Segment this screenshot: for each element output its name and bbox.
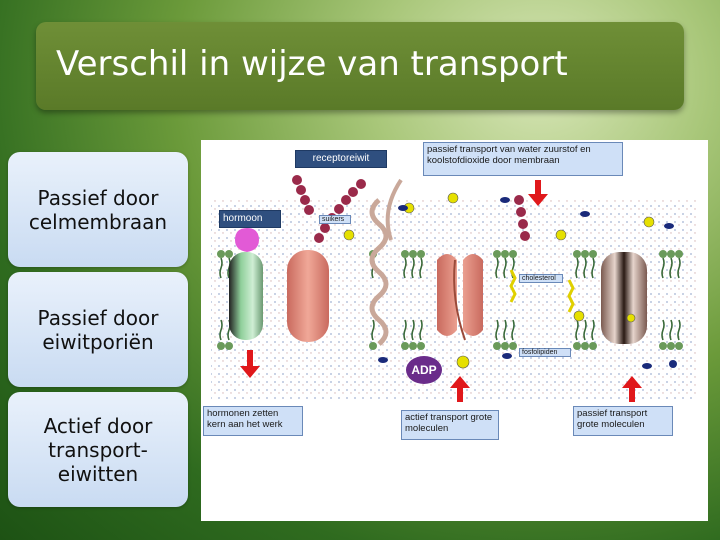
box-actief-transporteiwitten-text: Actief door transport-eiwitten: [43, 413, 153, 486]
red-arrows: [240, 180, 642, 402]
label-cholesterol: cholesterol: [519, 274, 563, 283]
adp-molecule: ADP: [406, 356, 442, 384]
label-passief-groot: passief transport grote moleculen: [573, 406, 673, 436]
molecules: [343, 192, 677, 369]
label-hormoon: hormoon: [219, 210, 281, 228]
green-protein: [229, 252, 263, 340]
membrane-diagram: receptoreiwit passief transport van wate…: [201, 140, 708, 521]
label-receptoreiwit: receptoreiwit: [295, 150, 387, 168]
title-bar: Verschil in wijze van transport: [36, 22, 684, 110]
box-actief-transporteiwitten: Actief door transport-eiwitten: [8, 392, 188, 507]
slide-title: Verschil in wijze van transport: [56, 44, 568, 84]
label-hormonen-werk: hormonen zetten kern aan het werk: [203, 406, 303, 436]
receptor-chain: [292, 175, 530, 243]
box-passief-eiwitporien-text: Passief door eiwitporiën: [37, 305, 159, 354]
box-passief-celmembraan-text: Passief door celmembraan: [28, 185, 168, 234]
transport-protein: [437, 254, 483, 336]
pore-protein: [601, 252, 647, 344]
label-suikers: suikers: [319, 215, 351, 224]
helix-protein: [369, 198, 389, 346]
rose-protein-1: [287, 250, 329, 342]
label-fosfolipiden: fosfolipiden: [519, 348, 571, 357]
membrane-illustration: [211, 175, 696, 402]
box-passief-celmembraan: Passief door celmembraan: [8, 152, 188, 267]
phospholipid-layer: [219, 257, 681, 341]
label-passief-water: passief transport van water zuurstof en …: [423, 142, 623, 176]
cholesterol: [509, 269, 575, 313]
hormone-shape: [235, 228, 259, 252]
box-passief-eiwitporien: Passief door eiwitporiën: [8, 272, 188, 387]
label-actief-transport: actief transport grote moleculen: [401, 410, 499, 440]
